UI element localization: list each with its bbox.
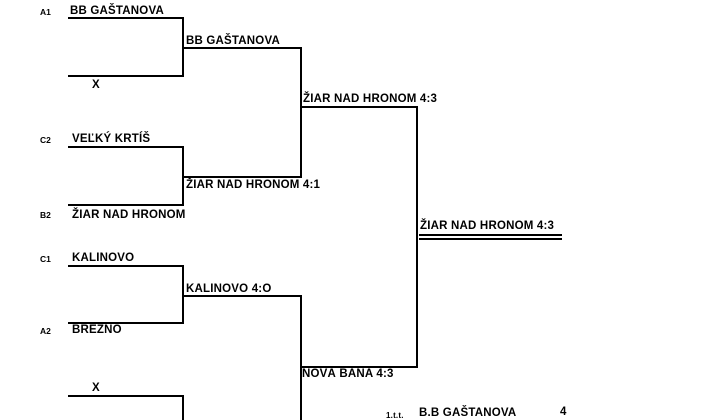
semifinal-winner-ziar-4-3: ŽIAR NAD HRONOM 4:3 — [303, 93, 438, 105]
round2-winner-ziar-4-1: ŽIAR NAD HRONOM 4:1 — [186, 179, 321, 191]
bracket-line — [68, 75, 184, 77]
bye-mark-bottom: X — [92, 382, 100, 394]
bracket-line — [184, 47, 302, 49]
bracket-line — [184, 176, 302, 178]
team-name-velky-krtis: VEĽKÝ KRTÍŠ — [72, 133, 151, 145]
team-name-brezno: BREZNO — [72, 324, 122, 336]
footer-prefix: 1.t.t. — [386, 411, 404, 420]
bracket-line — [68, 146, 184, 148]
bracket-line — [300, 106, 418, 108]
bracket-line — [182, 146, 184, 206]
semifinal-winner-nova-bana-4-3: NOVÁ BAŇA 4:3 — [302, 368, 394, 380]
bracket-line — [184, 295, 302, 297]
champion-label: ŽIAR NAD HRONOM 4:3 — [420, 220, 555, 232]
bracket-line — [300, 47, 302, 178]
footer-team-name: B.B GAŠTANOVA — [419, 407, 517, 419]
round2-winner-bb-gastanova: BB GAŠTANOVA — [186, 35, 280, 47]
round2-winner-kalinovo-4-0: KALINOVO 4:O — [186, 283, 272, 295]
bracket-line — [300, 295, 302, 420]
seed-label-b2: B2 — [40, 210, 51, 220]
bracket-line — [182, 395, 184, 420]
bracket-line — [300, 366, 418, 368]
footer-score: 4 — [560, 406, 567, 418]
bracket-line — [182, 265, 184, 324]
bracket-line — [416, 106, 418, 368]
bracket-line — [182, 17, 184, 77]
team-name-ziar-nad-hronom: ŽIAR NAD HRONOM — [72, 209, 186, 221]
bracket-line — [68, 322, 184, 324]
team-name-kalinovo: KALINOVO — [72, 252, 135, 264]
seed-label-a2: A2 — [40, 326, 51, 336]
bye-mark-top: X — [92, 79, 100, 91]
seed-label-c2: C2 — [40, 135, 51, 145]
seed-label-a1: A1 — [40, 7, 51, 17]
champion-line — [419, 238, 562, 240]
bracket-line — [68, 395, 184, 397]
bracket-line — [68, 265, 184, 267]
seed-label-c1: C1 — [40, 254, 51, 264]
bracket-line — [68, 204, 184, 206]
champion-underline — [419, 234, 562, 236]
team-name-bb-gastanova: BB GAŠTANOVA — [70, 5, 164, 17]
bracket-line — [68, 17, 184, 19]
